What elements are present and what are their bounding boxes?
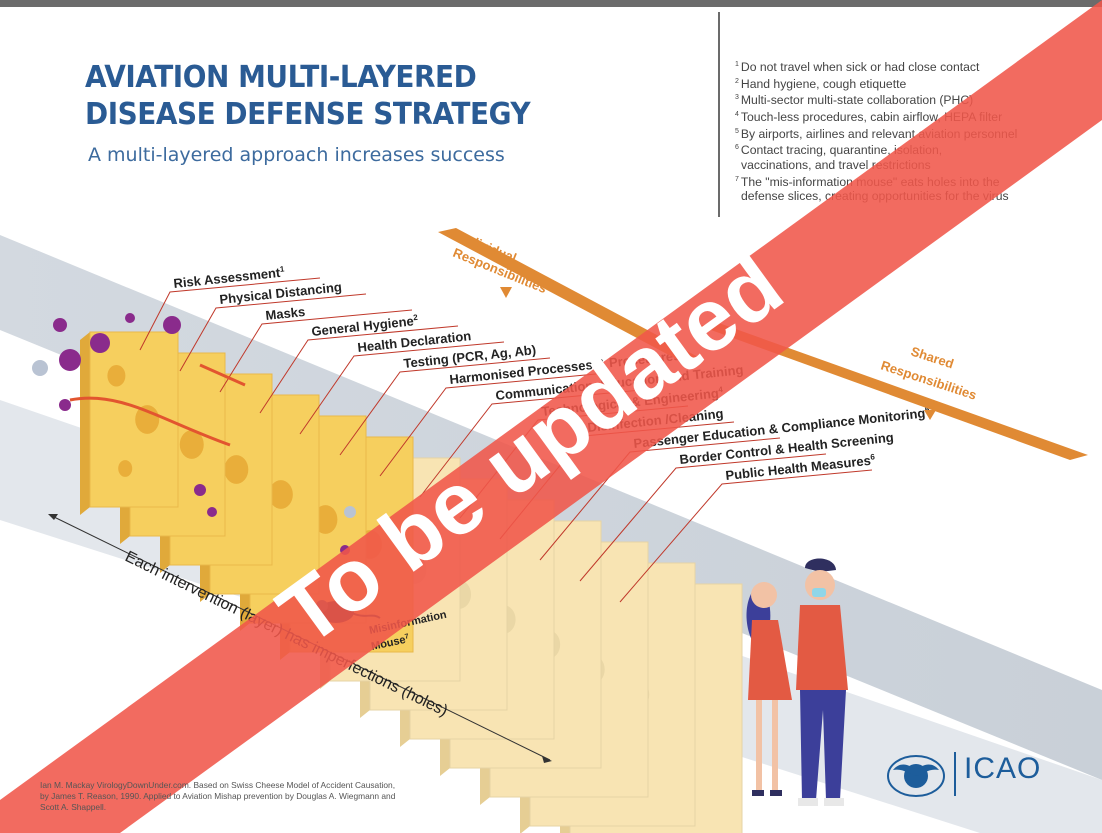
cheese-slice (80, 331, 179, 515)
shared-responsibility-bracket (700, 322, 1088, 460)
cheese-slices (80, 331, 743, 833)
page-title-line-1: AVIATION MULTI-LAYERED (85, 60, 477, 95)
layer-leader-line (619, 469, 873, 603)
icao-divider (954, 752, 956, 796)
virus-particles (32, 313, 356, 555)
layer-leader-line (339, 357, 551, 456)
page-subtitle: A multi-layered approach increases succe… (88, 144, 505, 166)
cheese-hole (107, 364, 126, 387)
credit-text: Ian M. Mackay VirologyDownUnder.com. Bas… (40, 780, 396, 812)
footnote-number: 6 (735, 144, 739, 152)
footnote-text: Hand hygiene, cough etiquette (740, 76, 907, 91)
woman-figure (746, 582, 792, 796)
cheese-hole (224, 455, 249, 484)
layer-leader-line (179, 293, 367, 372)
footnote-number: 5 (735, 127, 739, 135)
icao-emblem-icon (887, 755, 945, 797)
layer-leader-line (219, 309, 413, 393)
layer-leader-line (139, 277, 321, 351)
individual-responsibility-bracket (438, 228, 700, 362)
top-rule (0, 0, 1102, 7)
layer-label: Masks (265, 304, 306, 323)
footnote-text: Multi-sector multi-state collaboration (… (740, 93, 974, 108)
layer-leader-line (579, 453, 827, 582)
footnote-number: 7 (735, 175, 739, 183)
layer-leader-line (299, 341, 505, 435)
cheese-slice-face (89, 331, 179, 508)
footnote-number: 3 (735, 94, 739, 102)
footnote-number: 1 (735, 61, 739, 68)
cheese-hole (179, 430, 204, 459)
layer-leader-line (379, 373, 597, 477)
layer-leader-line (259, 325, 459, 414)
man-figure (796, 558, 848, 806)
footnote-number: 4 (735, 110, 739, 118)
footnote-number: 2 (735, 77, 739, 85)
virus-path-arrows (69, 363, 246, 447)
cheese-hole (268, 480, 293, 509)
cheese-hole (118, 460, 133, 477)
header-divider (718, 12, 720, 217)
icao-wordmark: ICAO (964, 752, 1042, 785)
footnote-text: Do not travel when sick or had close con… (740, 60, 980, 75)
page-title-line-2: DISEASE DEFENSE STRATEGY (85, 97, 531, 132)
cheese-slice-edge (80, 332, 90, 515)
